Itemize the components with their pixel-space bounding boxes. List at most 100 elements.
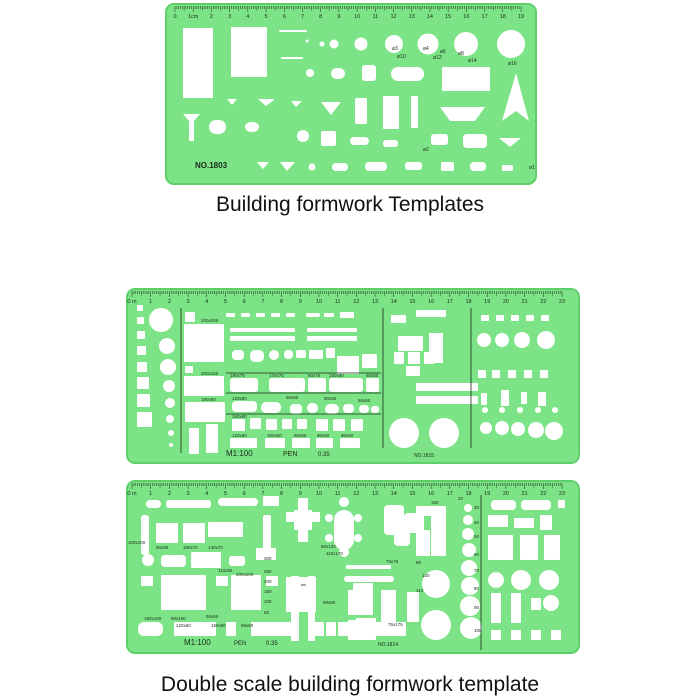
furniture-cutout — [251, 622, 291, 636]
circle-cutout — [464, 504, 472, 512]
furniture-cutout — [298, 530, 308, 542]
ruler-label: 8 — [280, 299, 283, 305]
furniture-cutout — [137, 346, 146, 355]
circle-cutout — [461, 560, 477, 576]
furniture-cutout — [146, 500, 161, 508]
caption-double-scale: Double scale building formwork template — [160, 673, 540, 696]
furniture-cutout — [232, 350, 244, 360]
circle-cutout — [165, 398, 175, 408]
cutout — [383, 96, 399, 129]
ruler-label: 1 — [149, 299, 152, 305]
furniture-cutout — [526, 315, 534, 321]
ruler-label: 12 — [390, 14, 396, 20]
furniture-cutout — [230, 378, 258, 392]
cutout — [405, 162, 422, 170]
furniture-cutout — [284, 350, 293, 359]
furniture-cutout — [491, 593, 501, 623]
size-label: 90x60 — [286, 395, 299, 400]
size-label: 80 — [416, 560, 422, 565]
size-label: 75x75 — [386, 559, 399, 564]
cutout — [209, 120, 226, 134]
ruler-label: 13 — [409, 14, 415, 20]
size-label: 120 — [422, 573, 430, 578]
ruler-label: 8 — [280, 491, 283, 497]
circle-cutout — [385, 35, 403, 53]
ruler-label: 0 m — [127, 491, 137, 497]
furniture-cutout — [326, 348, 335, 358]
circle-cutout — [543, 595, 559, 611]
ruler-label: 2 — [168, 491, 171, 497]
furniture-cutout — [491, 630, 501, 640]
ruler-label: 20 — [503, 491, 509, 497]
circle-cutout — [297, 130, 309, 142]
furniture-cutout — [294, 510, 312, 530]
size-label: 150 — [431, 500, 439, 505]
circle-cutout — [305, 39, 309, 43]
size-label: 200x150 — [201, 371, 219, 376]
furniture-cutout — [333, 419, 345, 431]
size-label: 80x80 — [366, 373, 379, 378]
size-label: 90x60 — [358, 398, 371, 403]
cutout — [431, 134, 448, 145]
size-label: 50 — [264, 610, 270, 615]
furniture-cutout — [269, 378, 305, 392]
furniture-cutout — [161, 555, 186, 567]
furniture-cutout — [521, 392, 527, 404]
circle-cutout — [488, 572, 504, 588]
ruler-label: 11 — [335, 299, 341, 305]
cutout — [231, 27, 267, 77]
circle-cutout — [528, 422, 544, 438]
size-label: 90 — [474, 605, 480, 610]
furniture-cutout — [141, 515, 149, 555]
furniture-cutout — [216, 576, 228, 586]
furniture-cutout — [307, 403, 318, 413]
furniture-cutout — [189, 428, 199, 454]
furniture-cutout — [261, 402, 281, 413]
furniture-cutout — [137, 317, 144, 324]
furniture-cutout — [531, 598, 541, 610]
cutout — [183, 28, 213, 98]
furniture-cutout — [185, 366, 193, 373]
furniture-cutout — [362, 354, 377, 368]
furniture-cutout — [312, 512, 320, 522]
cutout — [391, 67, 424, 81]
ruler-label: 23 — [559, 491, 565, 497]
ruler-label: 16 — [428, 491, 434, 497]
furniture-cutout — [481, 315, 489, 321]
ruler-label: 12 — [353, 299, 359, 305]
furniture-cutout — [351, 419, 363, 431]
pen-size-label: 0.35 — [266, 641, 278, 647]
furniture-cutout — [551, 630, 561, 640]
furniture-cutout — [316, 438, 333, 448]
furniture-cutout — [256, 313, 265, 317]
cutout — [331, 68, 345, 79]
furniture-cutout — [241, 313, 250, 317]
circle-cutout — [168, 430, 174, 436]
size-label: 110 — [416, 588, 424, 593]
furniture-cutout — [137, 394, 150, 407]
circle-cutout — [480, 422, 492, 434]
furniture-cutout — [290, 404, 302, 414]
furniture-cutout — [218, 498, 258, 506]
circle-cutout — [514, 332, 530, 348]
size-label: 110x55 — [218, 568, 233, 573]
ruler-label: 22 — [540, 299, 546, 305]
size-label: 150x190 — [144, 616, 162, 621]
circle-cutout — [545, 422, 563, 440]
furniture-cutout — [488, 535, 513, 560]
furniture-cutout — [340, 312, 354, 318]
furniture-cutout — [308, 576, 315, 641]
furniture-cutout — [359, 405, 369, 413]
furniture-cutout — [394, 530, 410, 546]
ruler-label: 7 — [261, 299, 264, 305]
furniture-cutout — [266, 419, 277, 430]
furniture-cutout — [384, 505, 404, 535]
furniture-cutout — [514, 518, 534, 528]
size-label: 150 — [264, 589, 272, 594]
ruler-label: 15 — [445, 14, 451, 20]
furniture-cutout — [292, 438, 310, 448]
circle-cutout — [306, 69, 314, 77]
circle-cutout — [149, 308, 173, 332]
circle-cutout — [462, 543, 476, 557]
